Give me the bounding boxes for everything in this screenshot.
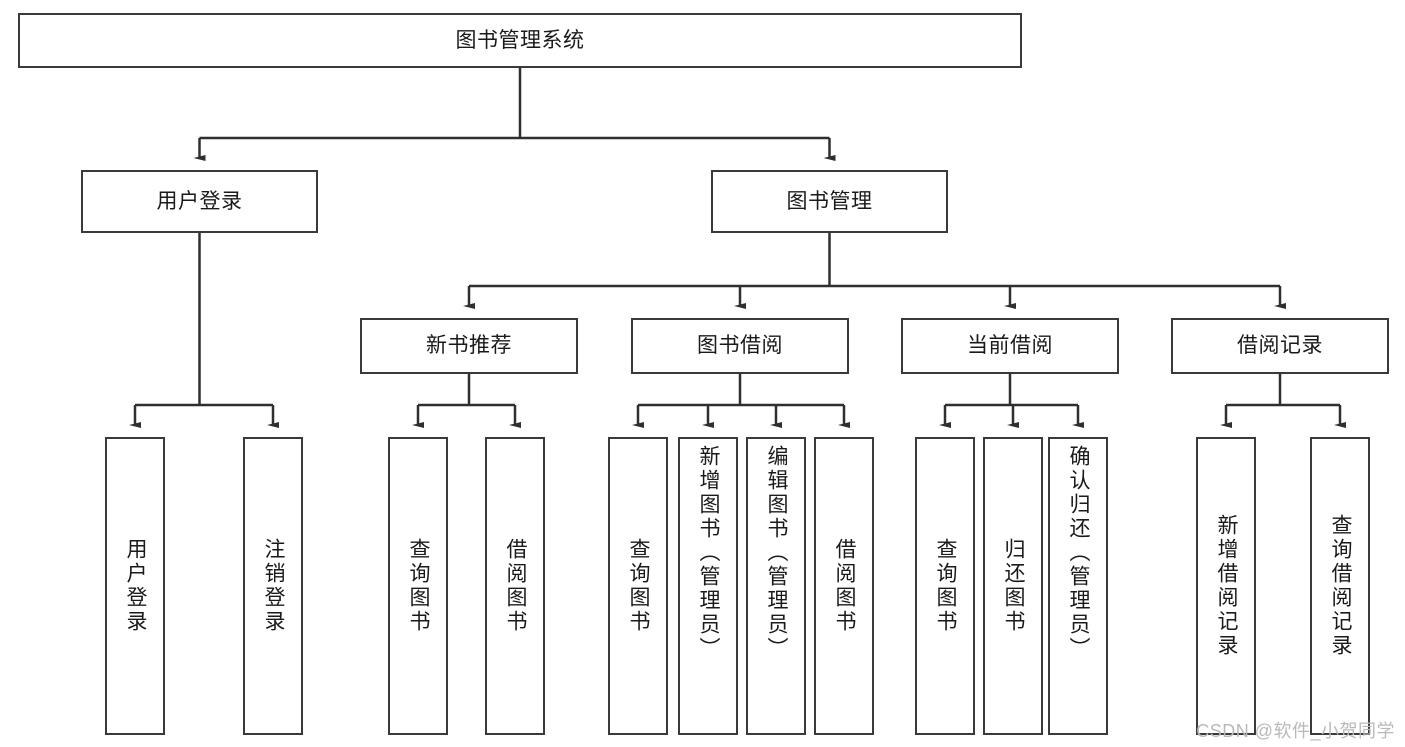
node-leaf-return-book[interactable]: 归还图书	[983, 437, 1043, 735]
node-label: 当前借阅	[967, 334, 1053, 358]
node-leaf-query-borrow-record[interactable]: 查询借阅记录	[1310, 437, 1370, 735]
node-user-login[interactable]: 用户登录	[81, 170, 318, 233]
node-leaf-borrow-book[interactable]: 借阅图书	[814, 437, 874, 735]
node-label: 确认归还（管理员）	[1067, 445, 1091, 661]
node-label: 新增借阅记录	[1215, 514, 1239, 658]
node-label: 用户登录	[124, 538, 148, 634]
node-label: 借阅图书	[504, 538, 528, 634]
node-leaf-query-book-recommend[interactable]: 查询图书	[388, 437, 448, 735]
node-root[interactable]: 图书管理系统	[18, 13, 1022, 68]
node-leaf-add-book[interactable]: 新增图书（管理员）	[678, 437, 738, 735]
node-borrow-record[interactable]: 借阅记录	[1171, 318, 1389, 374]
connector-group	[129, 68, 1346, 428]
node-book-borrow[interactable]: 图书借阅	[631, 318, 849, 374]
node-label: 归还图书	[1002, 538, 1026, 634]
node-leaf-add-borrow-record[interactable]: 新增借阅记录	[1196, 437, 1256, 735]
node-leaf-query-book-current[interactable]: 查询图书	[915, 437, 975, 735]
node-leaf-query-book-borrow[interactable]: 查询图书	[608, 437, 668, 735]
node-leaf-user-login[interactable]: 用户登录	[105, 437, 165, 735]
node-label: 查询图书	[407, 538, 431, 634]
node-leaf-logout-login[interactable]: 注销登录	[243, 437, 303, 735]
node-leaf-confirm-return[interactable]: 确认归还（管理员）	[1048, 437, 1108, 735]
node-label: 新书推荐	[426, 334, 512, 358]
node-leaf-edit-book[interactable]: 编辑图书（管理员）	[746, 437, 806, 735]
node-label: 图书管理系统	[455, 28, 585, 52]
node-label: 新增图书（管理员）	[697, 445, 721, 661]
node-label: 编辑图书（管理员）	[765, 445, 789, 661]
node-leaf-borrow-book-recommend[interactable]: 借阅图书	[485, 437, 545, 735]
node-label: 借阅图书	[833, 538, 857, 634]
node-label: 借阅记录	[1237, 334, 1323, 358]
node-label: 查询图书	[627, 538, 651, 634]
node-new-book-recommend[interactable]: 新书推荐	[360, 318, 578, 374]
node-label: 查询借阅记录	[1329, 514, 1353, 658]
node-label: 图书借阅	[697, 334, 783, 358]
node-label: 图书管理	[786, 189, 873, 213]
node-label: 查询图书	[934, 538, 958, 634]
node-label: 注销登录	[262, 538, 286, 634]
node-current-borrow[interactable]: 当前借阅	[901, 318, 1119, 374]
node-label: 用户登录	[156, 189, 243, 213]
node-book-management[interactable]: 图书管理	[711, 170, 948, 233]
